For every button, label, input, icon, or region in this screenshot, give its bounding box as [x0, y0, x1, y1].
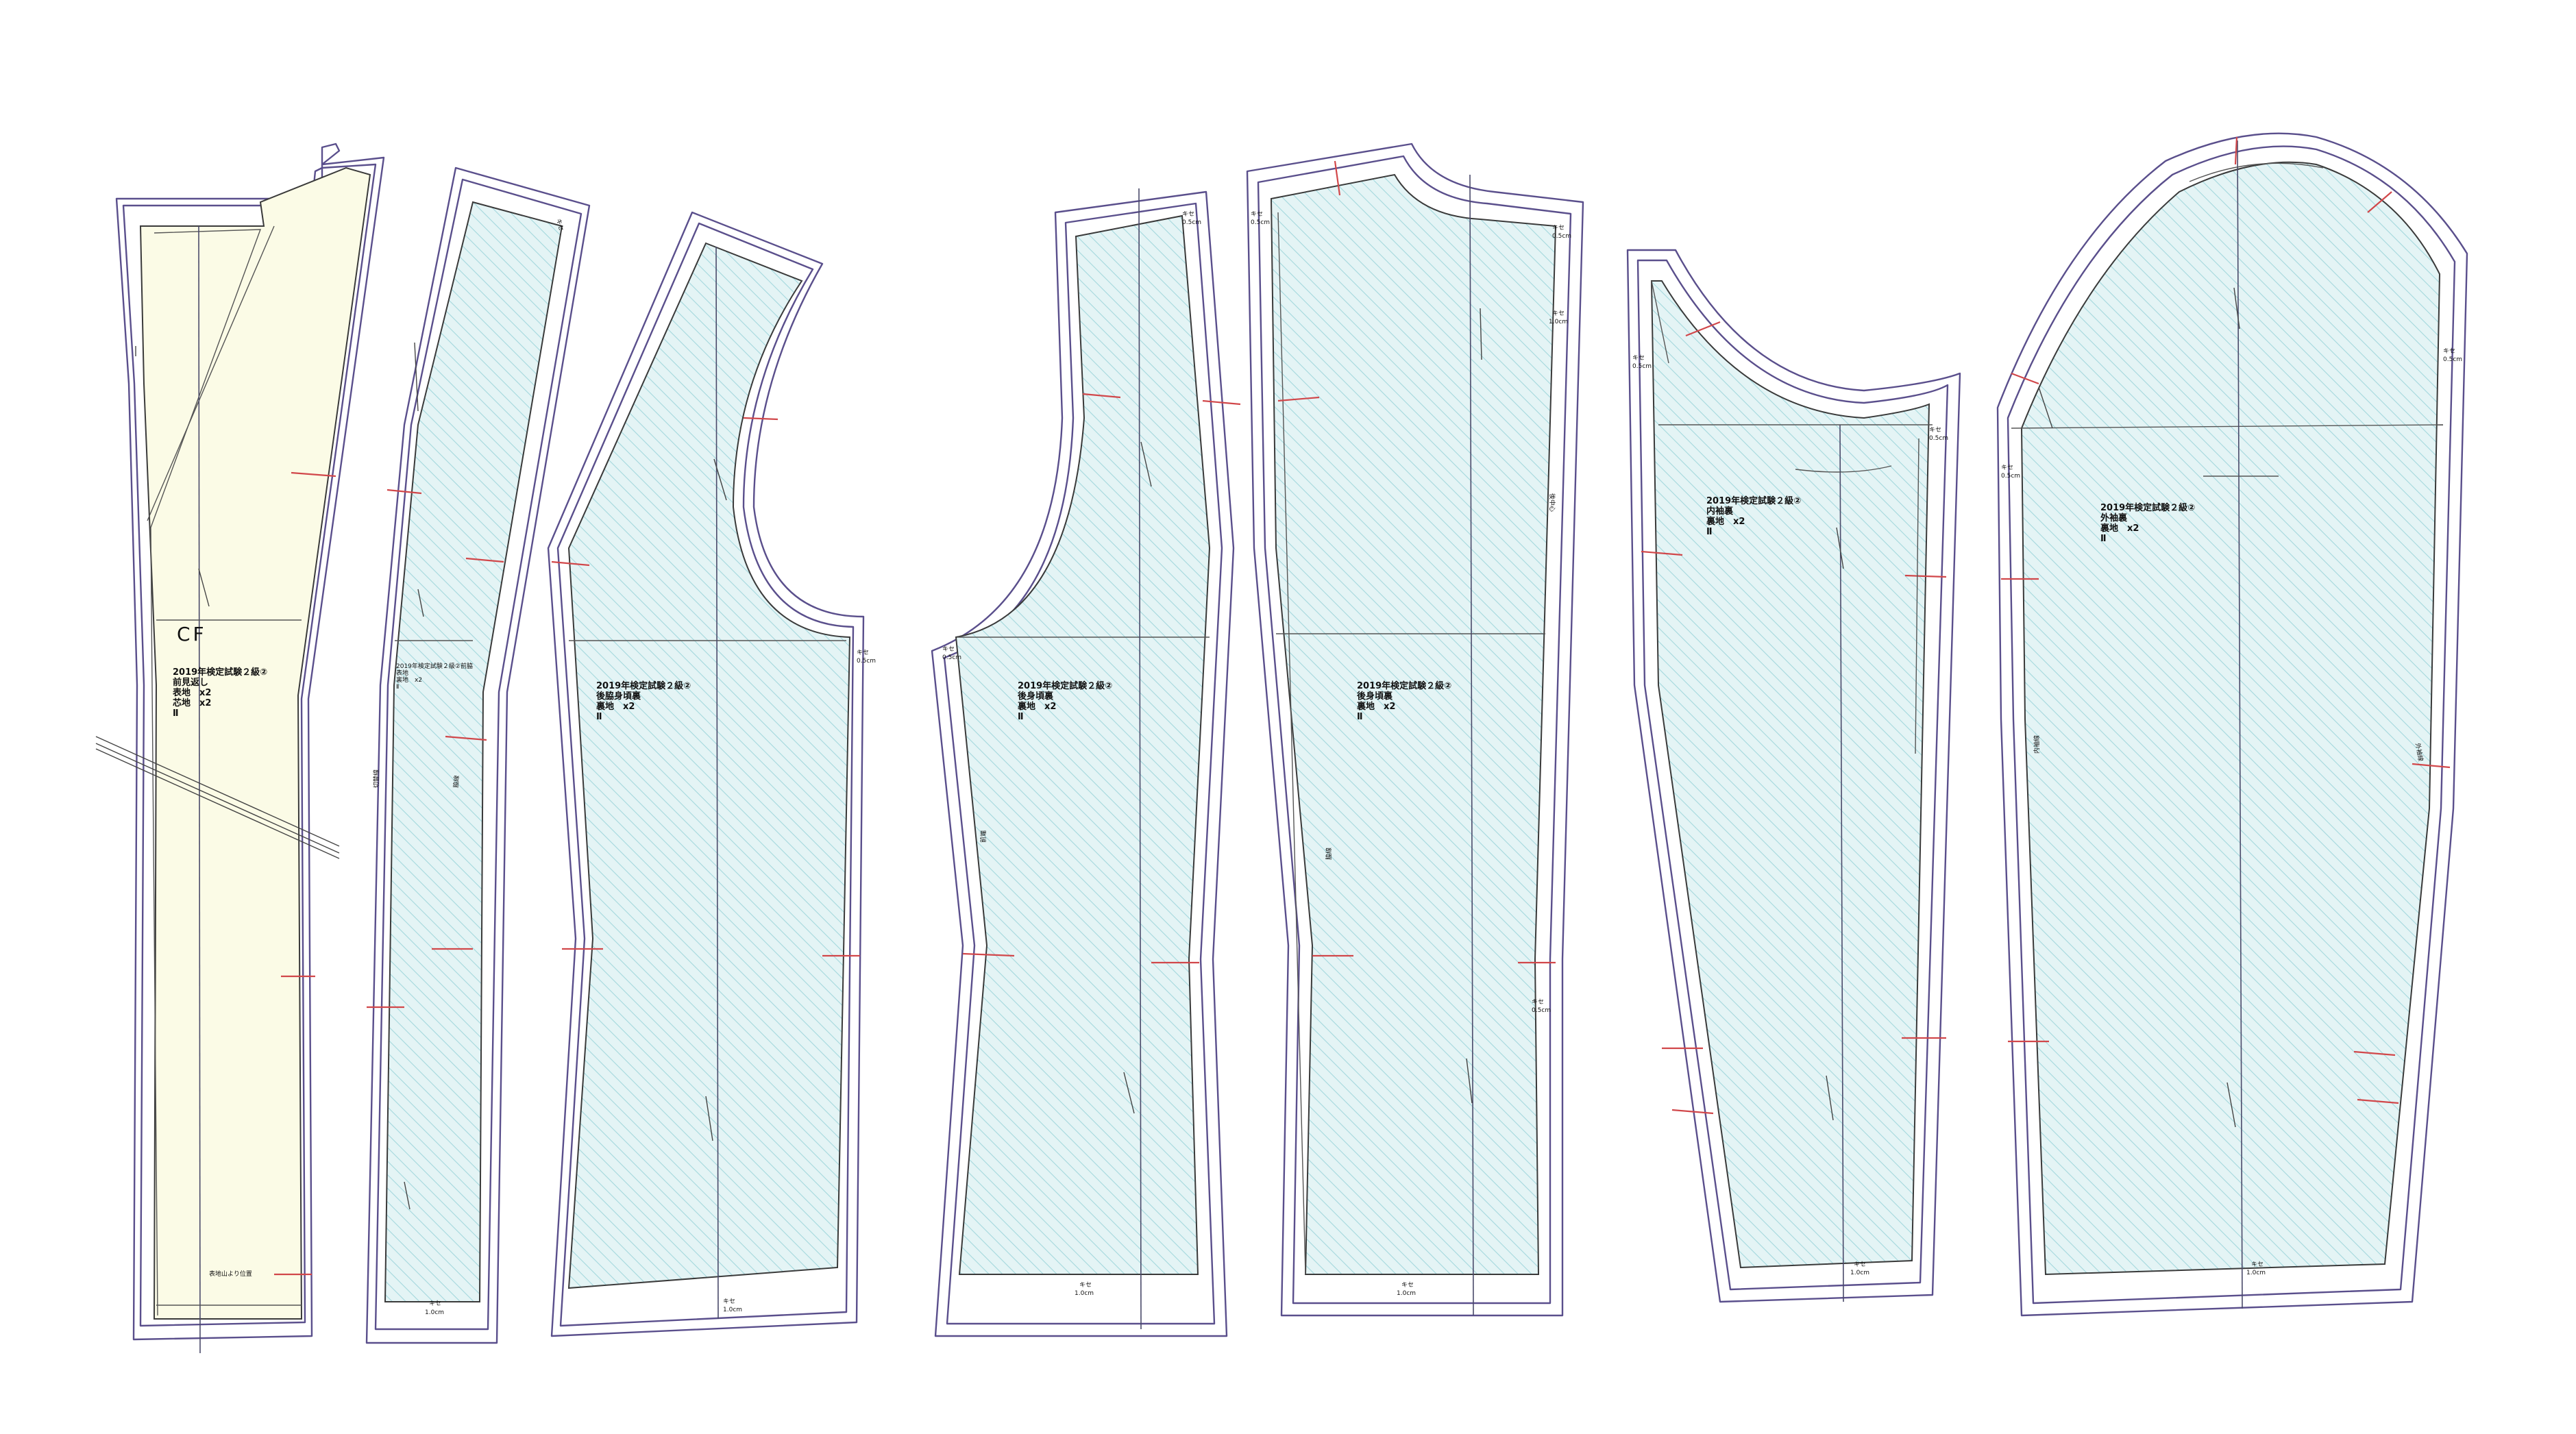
back-lining-kise5: キセ [1401, 1281, 1414, 1289]
topsleeve-seam-inner: 内袖線 [2033, 735, 2041, 754]
undersleeve-kise2-val: 0.5cm [1929, 435, 1948, 442]
front-lining-kise2: キセ [942, 645, 955, 653]
topsleeve-kise-val: 0.5cm [2001, 473, 2020, 480]
back-lining-kise-val: 0.5cm [1251, 219, 1270, 226]
topsleeve-fabric: 裏地 x2 [2100, 523, 2139, 534]
front-lining-kise2-val: 0.5cm [942, 654, 961, 661]
back-lining-name: 後身頃裏 [1357, 691, 1393, 702]
front-facing-fabric1: 表地 x2 [172, 687, 211, 698]
front-facing-title: 2019年検定試験２級② [173, 667, 267, 678]
front-facing-name: 前見返し [173, 677, 208, 688]
back-lining-kise4: キセ [1532, 998, 1544, 1006]
front-facing-mark: Ⅱ [173, 708, 179, 719]
undersleeve-title: 2019年検定試験２級② [1706, 495, 1801, 506]
topsleeve-title: 2019年検定試験２級② [2100, 502, 2195, 513]
front-lining-mark: Ⅱ [1018, 712, 1024, 722]
back-lining-kise: キセ [1251, 210, 1263, 218]
piece-side-back-lining: 2019年検定試験２級② 後脇身頃裏 裏地 x2 Ⅱ キセ 1.0cm キセ 0… [547, 211, 876, 1337]
front-lining-kise3-val: 1.0cm [1075, 1290, 1094, 1297]
undersleeve-name: 内袖裏 [1706, 506, 1734, 517]
undersleeve-fabric: 裏地 x2 [1706, 516, 1745, 527]
side-back-name: 後脇身頃裏 [596, 691, 641, 702]
front-lining-name: 後身頃裏 [1018, 691, 1054, 702]
front-side-fabric: 表地 [396, 669, 408, 677]
piece-front-facing: CF 2019年検定試験２級② 前見返し 表地 x2 芯地 x2 Ⅱ 表地山より… [95, 143, 385, 1354]
back-lining-seam: 脇線 [1325, 848, 1333, 860]
front-lining-seam: 前端 [979, 830, 988, 843]
undersleeve-kise-val: 0.5cm [1632, 363, 1652, 370]
front-facing-fabric2: 芯地 x2 [173, 697, 211, 708]
front-side-lining: 裏地 x2 [396, 676, 422, 684]
back-lining-seam-cb: 後中心 [1548, 493, 1556, 512]
back-lining-fabric: 裏地 x2 [1356, 701, 1395, 712]
front-lining-kise3: キセ [1079, 1281, 1092, 1289]
back-lining-kise3: キセ [1552, 310, 1565, 317]
topsleeve-kise3-val: 1.0cm [2246, 1270, 2266, 1276]
piece-topsleeve-lining: 2019年検定試験２級② 外袖裏 裏地 x2 Ⅱ キセ 0.5cm キセ 0.5… [1996, 132, 2468, 1317]
undersleeve-kise3-val: 1.0cm [1850, 1270, 1869, 1276]
front-facing-note: 表地山より位置 [209, 1270, 252, 1278]
seam-label-side2: 脇線 [452, 775, 461, 788]
undersleeve-kise2: キセ [1929, 426, 1941, 434]
front-lining-title: 2019年検定試験２級② [1018, 680, 1112, 691]
undersleeve-mark: Ⅱ [1706, 527, 1713, 537]
side-back-mark: Ⅱ [596, 712, 602, 722]
topsleeve-mark: Ⅱ [2100, 534, 2107, 544]
back-lining-kise2: キセ [1552, 224, 1565, 232]
undersleeve-kise3: キセ [1854, 1261, 1866, 1268]
topsleeve-kise: キセ [2001, 464, 2013, 471]
piece-front-side-lining: 2019年検定試験２級②前脇 表地 裏地 x2 Ⅱ キセ キセ 1.0cm 切替… [365, 166, 591, 1344]
back-lining-kise3-val: 1.0cm [1549, 319, 1568, 325]
piece-front-lining: 2019年検定試験２級② 後身頃裏 裏地 x2 Ⅱ キセ 0.5cm キセ 0.… [931, 188, 1241, 1337]
topsleeve-name: 外袖裏 [2100, 512, 2128, 523]
back-lining-kise4-val: 0.5cm [1532, 1007, 1551, 1014]
front-side-mark: Ⅱ [396, 684, 399, 691]
side-back-title: 2019年検定試験２級② [596, 680, 691, 691]
back-lining-kise5-val: 1.0cm [1397, 1290, 1416, 1297]
kise-value-b: 1.0cm [425, 1309, 444, 1316]
piece-undersleeve-lining: 2019年検定試験２級② 内袖裏 裏地 x2 Ⅱ キセ 0.5cm キセ 0.5… [1626, 249, 1961, 1303]
topsleeve-kise2-val: 0.5cm [2443, 356, 2462, 363]
topsleeve-kise2: キセ [2443, 347, 2455, 355]
front-lining-kise-val: 0.5cm [1182, 219, 1201, 226]
back-lining-mark: Ⅱ [1357, 712, 1363, 722]
front-side-title: 2019年検定試験２級②前脇 [396, 662, 473, 670]
side-back-kise-val: 1.0cm [723, 1307, 742, 1313]
undersleeve-kise: キセ [1632, 354, 1645, 362]
front-lining-fabric: 裏地 x2 [1017, 701, 1056, 712]
piece-back-lining: 2019年検定試験２級② 後身頃裏 裏地 x2 Ⅱ キセ 0.5cm キセ 0.… [1246, 143, 1584, 1317]
back-lining-title: 2019年検定試験２級② [1357, 680, 1451, 691]
side-back-kise-top-val: 0.5cm [857, 658, 876, 665]
side-back-kise: キセ [723, 1298, 735, 1305]
front-lining-kise: キセ [1182, 210, 1194, 218]
cf-mark: CF [177, 623, 207, 645]
seam-label-side: 切替線 [372, 769, 380, 788]
back-lining-kise2-val: 0.5cm [1552, 233, 1571, 240]
topsleeve-kise3: キセ [2251, 1261, 2264, 1268]
side-back-fabric: 裏地 x2 [596, 701, 635, 712]
side-back-kise-top: キセ [857, 649, 869, 656]
kise-label-b: キセ [429, 1300, 441, 1307]
kise-label-a: キセ [554, 218, 565, 232]
